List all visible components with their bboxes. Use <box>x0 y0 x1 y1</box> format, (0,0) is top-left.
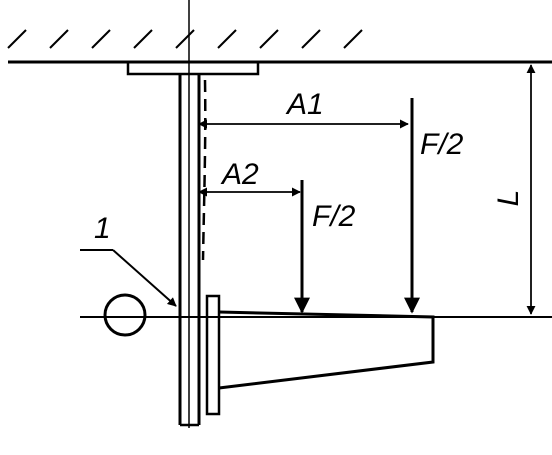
dial-gauge-indicator <box>103 293 147 337</box>
force-left-label: F/2 <box>312 200 356 233</box>
clamp-plate <box>205 294 221 416</box>
force-right-label: F/2 <box>420 128 464 161</box>
part-number-label: 1 <box>94 212 111 245</box>
a2-label: A2 <box>220 158 259 191</box>
deflected-column-dashed <box>201 79 207 261</box>
cantilever-bracket <box>218 310 435 390</box>
a1-label: A1 <box>285 88 324 121</box>
ceiling-support <box>7 29 552 64</box>
mounting-plate <box>126 60 260 76</box>
vertical-column <box>178 74 201 427</box>
part-leader-arrow <box>112 249 177 307</box>
length-label: L <box>492 190 525 207</box>
